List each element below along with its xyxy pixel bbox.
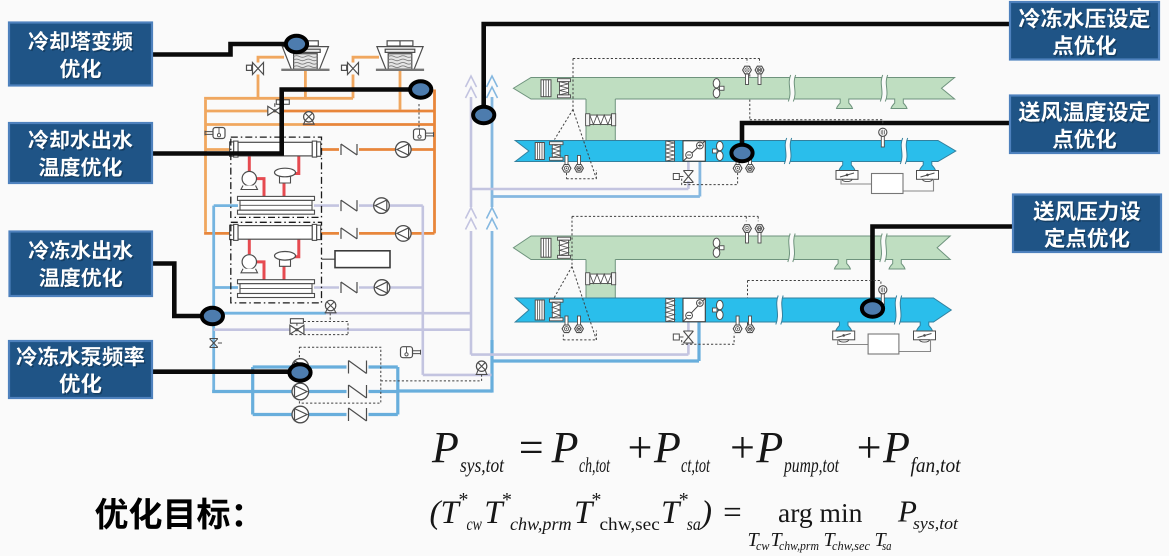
svg-text:T: T <box>441 495 462 531</box>
svg-text:P: P <box>897 494 917 529</box>
svg-text:chw,prm: chw,prm <box>510 514 572 534</box>
svg-text:cw: cw <box>756 538 770 553</box>
svg-text:+: + <box>625 423 655 472</box>
svg-text:fan,tot: fan,tot <box>911 453 962 477</box>
svg-text:P: P <box>431 423 459 472</box>
svg-text:arg min: arg min <box>778 497 863 528</box>
svg-text:sys,tot: sys,tot <box>913 514 959 533</box>
svg-text:*: * <box>501 489 511 511</box>
svg-text:T: T <box>875 529 888 551</box>
svg-text:*: * <box>458 489 468 511</box>
svg-text:sa: sa <box>687 514 701 534</box>
svg-text:): ) <box>699 495 712 531</box>
svg-text:(: ( <box>430 495 443 531</box>
svg-text:P: P <box>882 423 910 472</box>
svg-text:ct,tot: ct,tot <box>681 453 711 477</box>
svg-text:T: T <box>771 529 784 551</box>
svg-text:ch,tot: ch,tot <box>579 453 611 477</box>
svg-text:*: * <box>678 489 688 511</box>
svg-text:=: = <box>516 423 546 472</box>
svg-text:sys,tot: sys,tot <box>460 453 505 477</box>
svg-text:sa: sa <box>882 538 892 553</box>
svg-text:P: P <box>755 423 783 472</box>
svg-text:T: T <box>748 529 761 551</box>
svg-text:T: T <box>661 495 682 531</box>
svg-text:T: T <box>574 495 595 531</box>
svg-text:+: + <box>854 423 884 472</box>
svg-text:cw: cw <box>467 514 482 534</box>
svg-text:P: P <box>551 423 579 472</box>
svg-text:T: T <box>824 529 837 551</box>
svg-text:chw,sec: chw,sec <box>600 514 660 534</box>
svg-text:chw,prm: chw,prm <box>779 538 819 553</box>
svg-text:chw,sec: chw,sec <box>832 538 870 553</box>
svg-text:+: + <box>727 423 757 472</box>
svg-text:pump,tot: pump,tot <box>783 453 840 477</box>
svg-text:P: P <box>653 423 681 472</box>
svg-text:T: T <box>484 495 505 531</box>
svg-text:=: = <box>721 495 743 531</box>
svg-text:*: * <box>591 489 601 511</box>
